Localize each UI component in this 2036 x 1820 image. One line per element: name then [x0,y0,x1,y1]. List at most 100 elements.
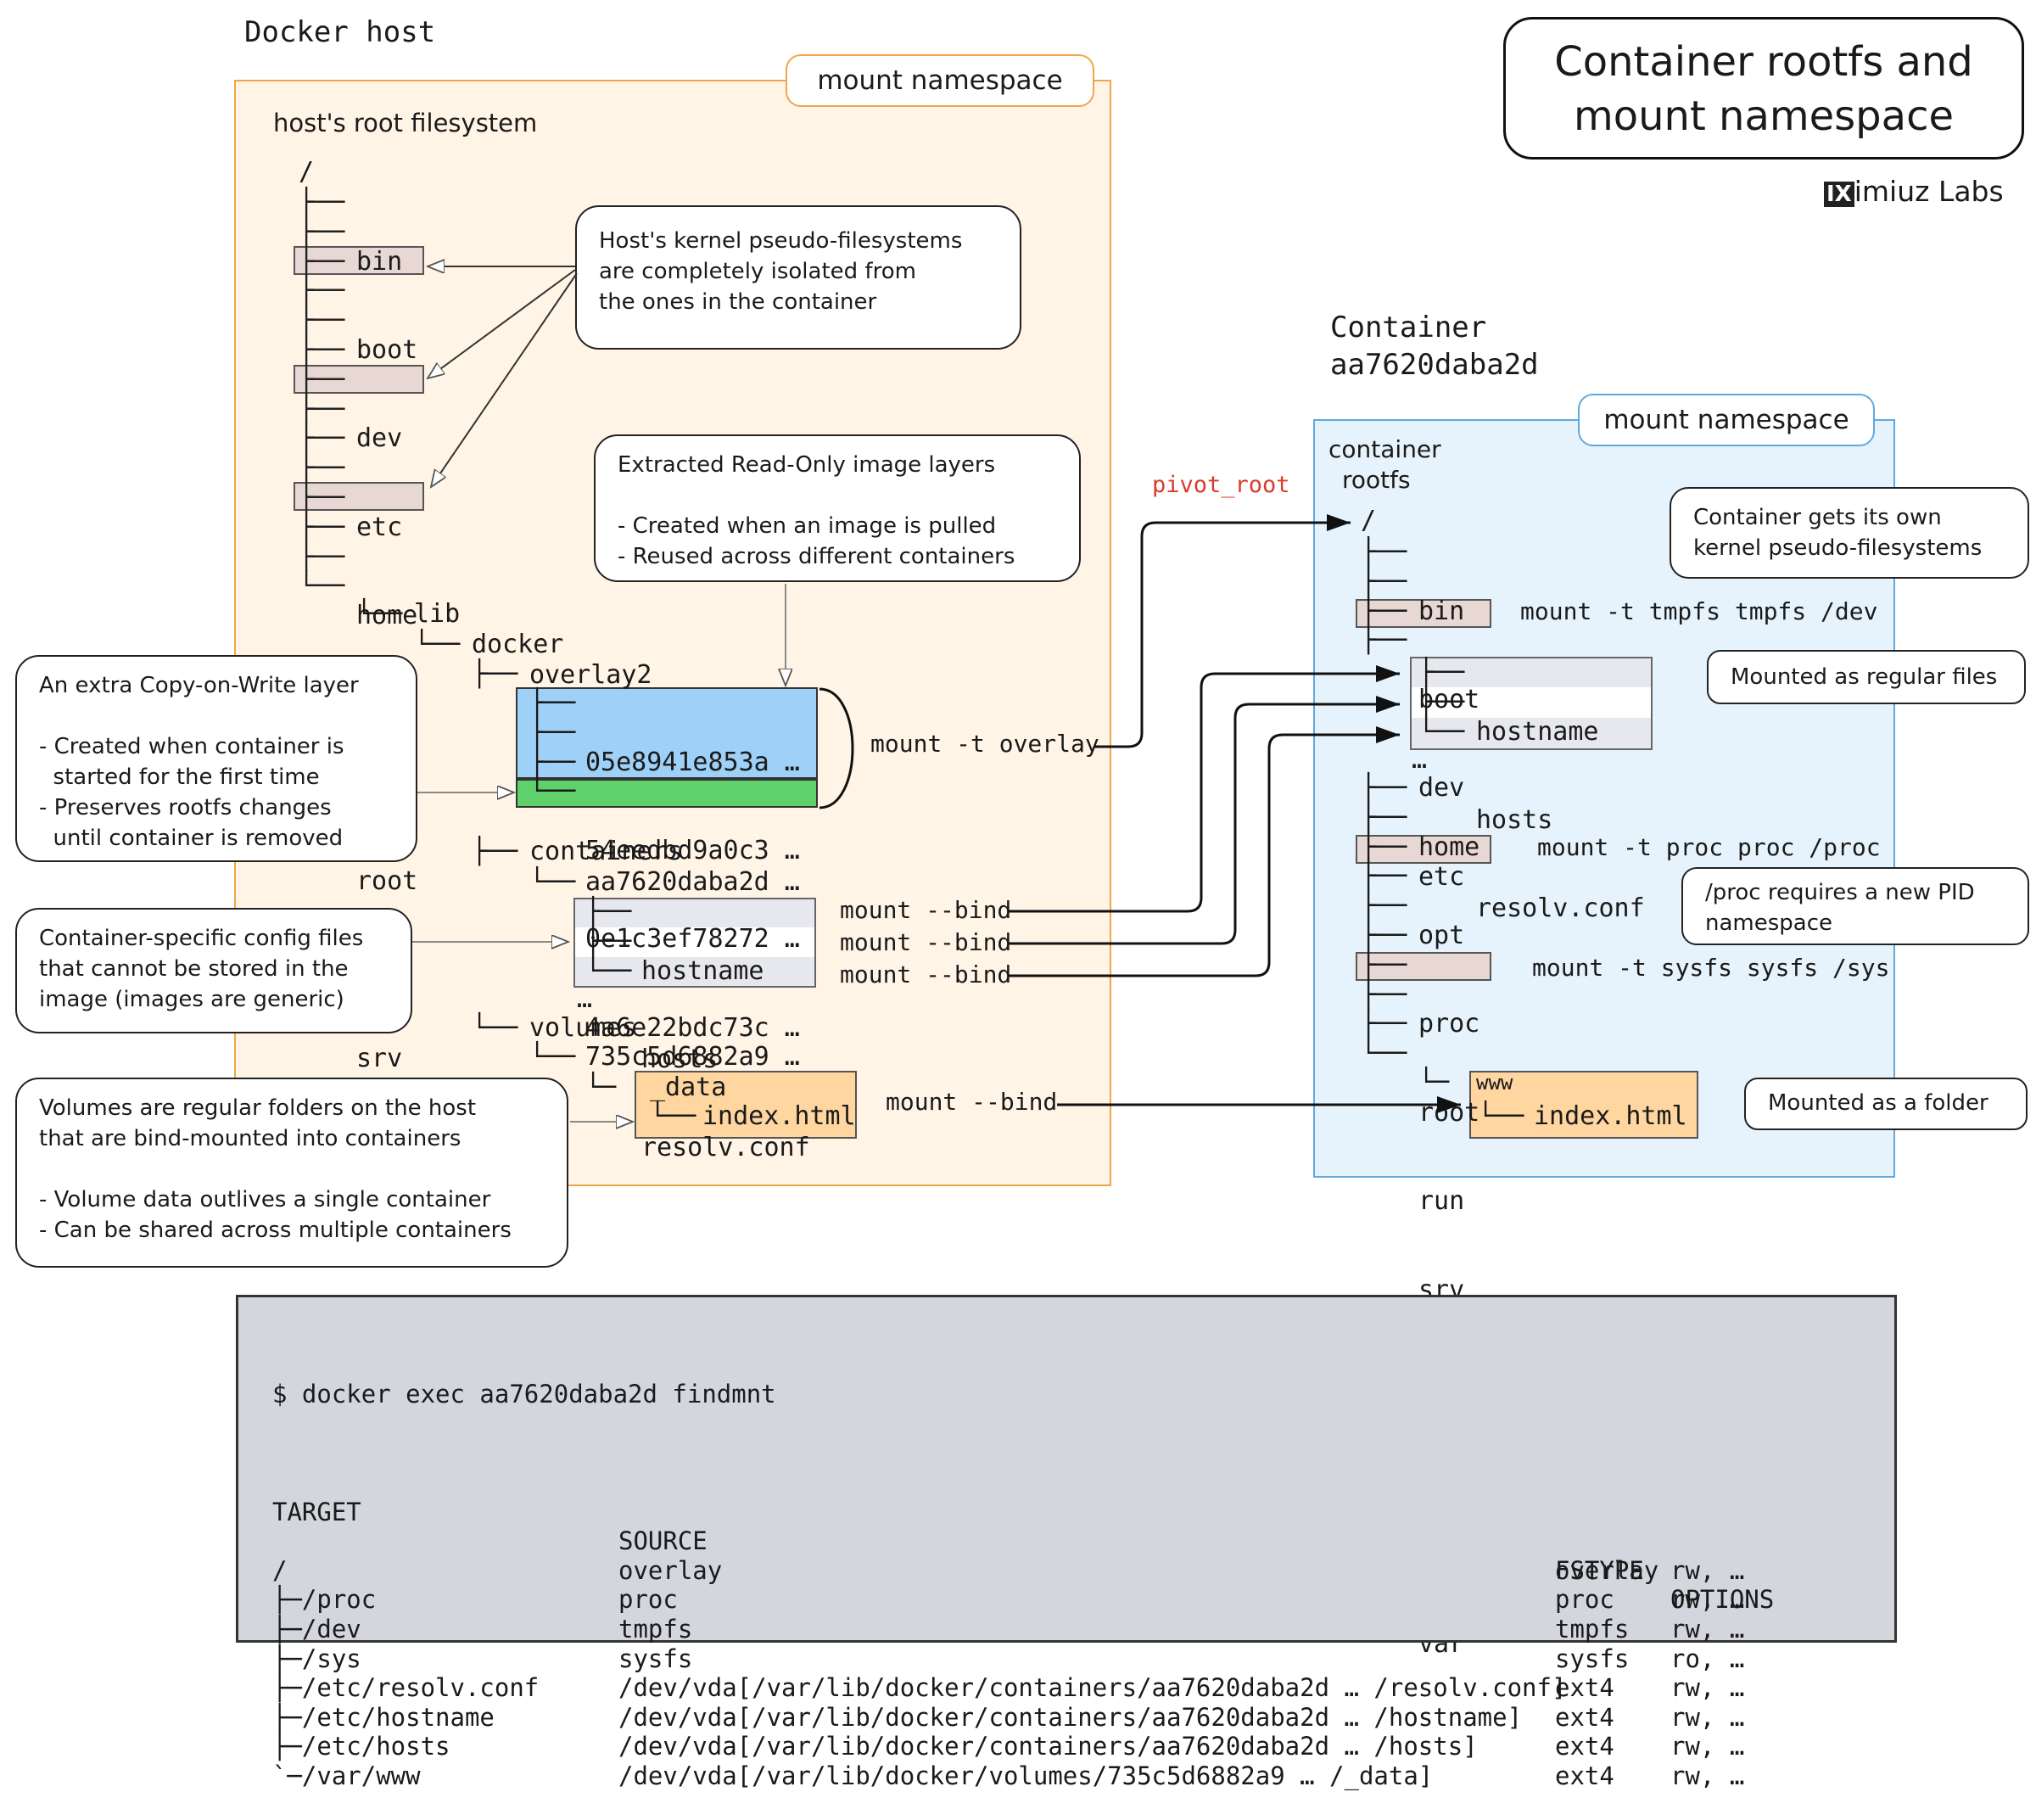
host-dir-dev: dev [356,423,403,454]
findmnt-cell-options: rw, … [1670,1585,1745,1615]
col-source-header: SOURCE [618,1526,708,1556]
host-dir-docker: docker [472,630,564,659]
findmnt-cell-options: rw, … [1670,1614,1745,1644]
host-dir-bin: bin [356,246,403,277]
dev-mount-label: mount -t tmpfs tmpfs /dev [1520,597,1878,625]
terminal-command: $ docker exec aa7620daba2d findmnt [272,1380,776,1409]
findmnt-cell-fstype: ext4 [1555,1702,1614,1732]
findmnt-row: ├─/etc/resolv.conf/dev/vda[/var/lib/dock… [272,1673,1860,1703]
host-tree-lib-branch: └── [356,599,403,629]
findmnt-cell-target: ├─/etc/hostname [272,1702,495,1732]
note-image-layers: Extracted Read-Only image layers - Creat… [594,434,1081,582]
findmnt-cell-options: rw, … [1670,1732,1745,1761]
findmnt-cell-source: /dev/vda[/var/lib/docker/volumes/735c5d6… [618,1761,1434,1790]
host-dir-volumes: volumes [529,1013,637,1043]
overlay-mount-label: mount -t overlay [870,730,1099,758]
note-volumes: Volumes are regular folders on the host … [15,1078,568,1268]
ctr-dev-highlight [1356,599,1491,628]
findmnt-cell-options: rw, … [1670,1673,1745,1703]
ctr-dir-etc: etc [1418,861,1465,892]
findmnt-cell-source: /dev/vda[/var/lib/docker/containers/aa76… [618,1702,1523,1732]
host-config-lines: ├── ├── └── [585,897,632,986]
cow-layer-box [516,779,818,808]
ctr-etc-files: hostname hosts resolv.conf [1476,658,1645,954]
container-heading: Container aa7620daba2d [1330,309,1539,384]
host-data-branch: └─ [585,1072,617,1102]
ctr-volume-box [1469,1071,1698,1139]
col-options-header: OPTIONS [1670,1585,1775,1615]
ctr-dir-home: home [1418,832,1480,862]
findmnt-cell-options: ro, … [1670,1644,1745,1673]
findmnt-cell-source: sysfs [618,1644,693,1673]
findmnt-cell-target: / [272,1555,288,1585]
host-file-resolv: resolv.conf [641,1133,810,1163]
host-config-row-shade-3 [575,957,814,986]
host-index-file: index.html [702,1101,856,1131]
pivot-root-label: pivot_root [1152,472,1290,498]
findmnt-cell-source: /dev/vda[/var/lib/docker/containers/aa76… [618,1673,1567,1703]
ctr-etc-row-shade-1 [1412,658,1651,687]
findmnt-cell-source: overlay [618,1555,723,1585]
host-config-ellipsis: … [577,984,593,1014]
findmnt-row: ├─/etc/hostname/dev/vda[/var/lib/docker/… [272,1703,1860,1733]
host-dir-containers: containers [529,837,683,866]
findmnt-cell-target: `─/var/www [272,1761,421,1790]
title-line-1: Container rootfs and [1554,38,1973,86]
ctr-dir-bin: bin [1418,596,1465,626]
col-target-header: TARGET [272,1497,361,1526]
ctr-dir-opt: opt [1418,920,1465,950]
note-pseudo-fs: Host's kernel pseudo-filesystems are com… [575,205,1021,350]
findmnt-cell-source: tmpfs [618,1614,693,1644]
ctr-tree-lines-bottom: ├── ├── ├── ├── ├── ├── ├── ├── ├── └── [1361,773,1407,1069]
findmnt-cell-fstype: sysfs [1555,1644,1630,1673]
host-tree-root: / [299,157,315,187]
host-sys-highlight [294,482,424,511]
host-dev-highlight [294,246,424,275]
note-cow-layer: An extra Copy-on-Write layer - Created w… [15,655,417,862]
findmnt-cell-source: proc [618,1585,678,1615]
findmnt-cell-options: rw, … [1670,1702,1745,1732]
findmnt-cell-source: /dev/vda[/var/lib/docker/containers/aa76… [618,1732,1478,1761]
host-tree-lines: ├── ├── ├── ├── ├── ├── ├── ├── ├── ├── … [299,188,345,602]
bind-mount-hostname-label: mount --bind [840,896,1012,924]
host-dir-home: home [356,601,418,631]
ctr-file-hostname: hostname [1476,716,1599,747]
findmnt-cell-target: ├─/dev [272,1614,361,1644]
ro-image-layers-box [516,687,818,779]
col-fstype-header: FSTYPE [1555,1555,1644,1585]
host-volume-dir: 735c5d6882a9 … [585,1042,800,1072]
findmnt-cell-fstype: ext4 [1555,1732,1614,1761]
findmnt-cell-options: rw, … [1670,1761,1745,1790]
note-config-files: Container-specific config files that can… [15,908,412,1033]
findmnt-terminal: $ docker exec aa7620daba2d findmnt TARGE… [236,1295,1897,1790]
host-container-dir: aa7620daba2d … [585,867,800,897]
host-data-dir: _data [650,1072,727,1102]
host-dir-root: root [356,866,418,897]
container-heading-line-1: Container [1330,311,1487,344]
ctr-etc-lines: ├── ├── └── [1418,658,1465,747]
layer-2: 54eedbd9a0c3 … [585,835,800,865]
layer-1: 05e8941e853a … [585,747,800,777]
host-dir-boot: boot [356,334,418,365]
ctr-index-branch: └── [1478,1101,1524,1131]
host-volume-box [635,1071,857,1139]
findmnt-cell-target: ├─/etc/resolv.conf [272,1673,540,1703]
host-dir-etc: etc [356,512,403,542]
ctr-file-resolv: resolv.conf [1476,893,1645,924]
ctr-dir-root: root [1418,1097,1480,1128]
title-line-2: mount namespace [1574,92,1954,140]
diagram-title: Container rootfs and mount namespace [1503,17,2024,160]
note-own-pseudo-fs: Container gets its own kernel pseudo-fil… [1670,487,2029,579]
host-tree-docker-branch: └── [414,630,461,659]
ctr-dir-dev: dev [1418,773,1465,804]
note-folder: Mounted as a folder [1744,1078,2028,1130]
host-dir-overlay2: overlay2 [529,660,652,690]
findmnt-cell-fstype: ext4 [1555,1673,1614,1703]
ctr-www-dir: www [1476,1071,1513,1095]
host-file-hostname: hostname [641,955,764,986]
